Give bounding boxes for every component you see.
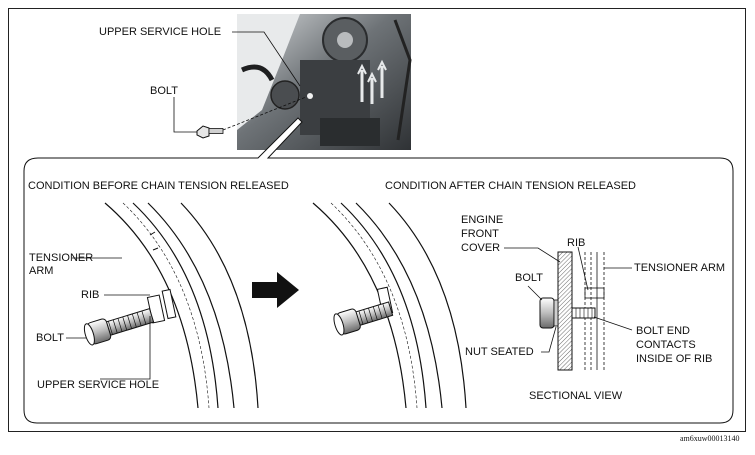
engine-front-cover-label-line1: ENGINE [461, 214, 504, 226]
engine-front-cover-label-line3: COVER [461, 242, 501, 254]
sectional-view-label: SECTIONAL VIEW [529, 390, 623, 402]
top-bolt [196, 96, 307, 139]
bolt-label: BOLT [150, 85, 178, 97]
tensioner-arm-label-line2: ARM [29, 265, 54, 277]
bolt-end-label-line3: INSIDE OF RIB [636, 353, 713, 365]
bolt-label-before: BOLT [36, 332, 64, 344]
after-drawing [312, 202, 467, 409]
engine-front-cover-label-line2: FRONT [461, 228, 499, 240]
upper-service-hole-label: UPPER SERVICE HOLE [99, 26, 222, 38]
rib-label-after: RIB [567, 237, 586, 249]
upper-service-hole-leader [232, 31, 301, 87]
before-panel-title: CONDITION BEFORE CHAIN TENSION RELEASED [28, 180, 289, 192]
bolt-end-label-line1: BOLT END [636, 325, 690, 337]
bolt-label-after: BOLT [515, 272, 543, 284]
callout-frame [23, 117, 734, 424]
after-panel-title: CONDITION AFTER CHAIN TENSION RELEASED [385, 180, 637, 192]
upper-service-hole-label-before: UPPER SERVICE HOLE [37, 379, 160, 391]
before-drawing [83, 202, 259, 409]
nut-seated-label: NUT SEATED [465, 346, 534, 358]
transition-arrow [252, 272, 299, 308]
rib-label: RIB [81, 289, 100, 301]
engine-photo [237, 14, 412, 150]
bolt-end-label-line2: CONTACTS [636, 339, 696, 351]
reference-code: am6xuw00013140 [680, 434, 740, 443]
bolt-leader [173, 97, 197, 133]
tensioner-arm-label-after: TENSIONER ARM [634, 262, 726, 274]
tensioner-arm-label-line1: TENSIONER [29, 252, 94, 264]
outer-frame [8, 8, 746, 432]
sectional-view-drawing [539, 251, 605, 371]
